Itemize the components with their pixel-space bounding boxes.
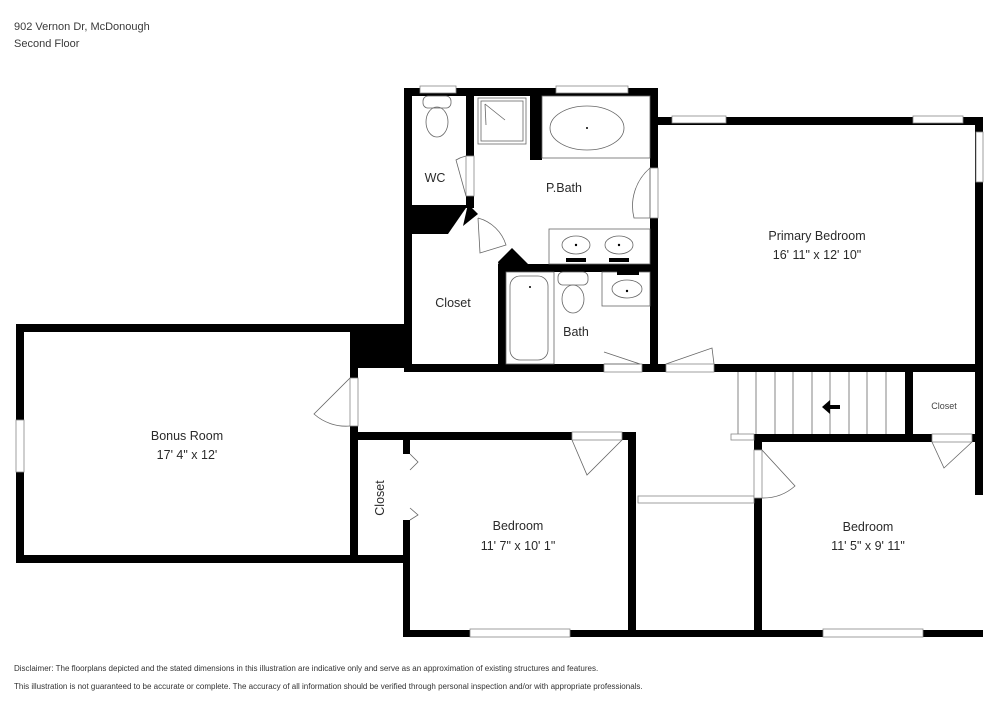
walls xyxy=(16,88,983,637)
room-bedroom-2-dims: 11' 7" x 10' 1" xyxy=(481,539,556,553)
room-closet-stair-label: Closet xyxy=(931,401,957,411)
room-bonus-dims: 17' 4" x 12' xyxy=(157,448,218,462)
address-label: 902 Vernon Dr, McDonough xyxy=(14,21,150,33)
room-bonus-label: Bonus Room xyxy=(151,429,223,443)
arrow-left-icon xyxy=(822,400,840,414)
floor-label: Second Floor xyxy=(14,38,80,50)
doors xyxy=(313,155,973,521)
sink-icon xyxy=(601,271,651,307)
room-labels: WC P.Bath Closet Bath Primary Bedroom 16… xyxy=(151,171,957,553)
room-wc-label: WC xyxy=(425,171,446,185)
toilet-icon xyxy=(557,271,589,314)
room-primary-bedroom-label: Primary Bedroom xyxy=(768,229,865,243)
disclaimer-line-1: Disclaimer: The floorplans depicted and … xyxy=(14,664,599,673)
room-primary-bedroom-dims: 16' 11" x 12' 10" xyxy=(773,248,861,262)
bathtub-oval-icon xyxy=(541,95,651,159)
shower-icon xyxy=(477,97,527,145)
disclaimer-line-2: This illustration is not guaranteed to b… xyxy=(14,682,643,691)
room-closet-master-label: Closet xyxy=(435,296,471,310)
windows xyxy=(15,85,984,638)
fixtures xyxy=(422,95,651,365)
toilet-icon xyxy=(422,95,452,138)
bathtub-icon xyxy=(505,271,555,365)
room-closet-hall-label: Closet xyxy=(373,480,387,516)
room-bedroom-3-dims: 11' 5" x 9' 11" xyxy=(831,539,905,553)
staircase xyxy=(730,372,887,441)
room-pbath-label: P.Bath xyxy=(546,181,582,195)
room-bedroom-2-label: Bedroom xyxy=(493,519,544,533)
room-bedroom-3-label: Bedroom xyxy=(843,520,894,534)
room-bath-label: Bath xyxy=(563,325,589,339)
double-vanity-icon xyxy=(548,228,651,265)
